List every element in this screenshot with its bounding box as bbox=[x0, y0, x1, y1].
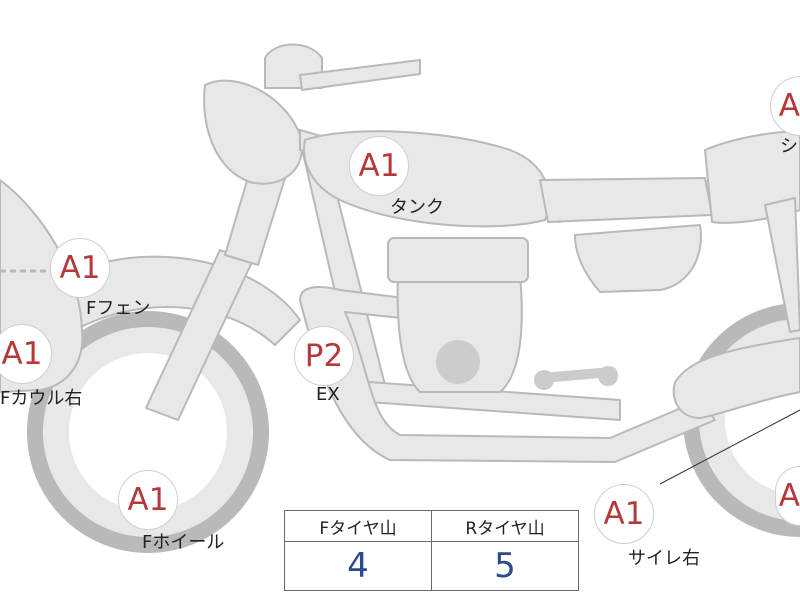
part-label-seat: シ bbox=[780, 136, 798, 157]
damage-marker-front-cowl-right[interactable]: A1 bbox=[0, 324, 52, 384]
part-label-tank: タンク bbox=[390, 197, 444, 218]
front-wheel-part bbox=[27, 311, 269, 553]
side-cover-part bbox=[574, 224, 702, 293]
part-label-exhaust: EX bbox=[316, 384, 340, 405]
footrest-end-left bbox=[534, 370, 554, 390]
part-label-front-cowl-right: Fカウル右 bbox=[0, 388, 83, 409]
part-label-silencer-right: サイレ右 bbox=[628, 548, 700, 569]
footrest-end-right bbox=[598, 366, 618, 386]
tire-tread-table: Fタイヤ山 Rタイヤ山 4 5 bbox=[284, 510, 579, 591]
seat-part bbox=[539, 177, 713, 223]
damage-marker-silencer-right[interactable]: A1 bbox=[594, 484, 654, 544]
engine-part bbox=[396, 274, 523, 393]
front-tire-tread-value: 4 bbox=[284, 541, 432, 591]
swingarm-part bbox=[672, 337, 800, 419]
tail-part bbox=[704, 130, 800, 224]
part-label-front-fender: Fフェン bbox=[86, 298, 151, 319]
engine-cover-part bbox=[436, 340, 480, 384]
front-tire-tread-header: Fタイヤ山 bbox=[284, 510, 432, 542]
handlebar-part bbox=[299, 59, 421, 91]
damage-marker-tank[interactable]: A1 bbox=[349, 136, 409, 196]
rear-shock-part bbox=[764, 197, 800, 333]
headlight-part bbox=[203, 79, 303, 185]
silencer-leader-line bbox=[659, 409, 800, 485]
part-label-front-wheel: Fホイール bbox=[142, 532, 225, 553]
tire-tread-value-row: 4 5 bbox=[284, 541, 579, 591]
rear-tire-tread-header: Rタイヤ山 bbox=[431, 510, 579, 542]
engine-head-part bbox=[387, 237, 529, 283]
exhaust-pipe-part bbox=[299, 286, 716, 463]
rear-tire-tread-value: 5 bbox=[431, 541, 579, 591]
damage-marker-front-fender[interactable]: A1 bbox=[50, 238, 110, 298]
damage-marker-front-wheel[interactable]: A1 bbox=[118, 470, 178, 530]
tire-tread-header-row: Fタイヤ山 Rタイヤ山 bbox=[284, 510, 579, 542]
damage-marker-exhaust[interactable]: P2 bbox=[294, 326, 354, 386]
damage-marker-rear-wheel[interactable]: A bbox=[775, 466, 800, 526]
